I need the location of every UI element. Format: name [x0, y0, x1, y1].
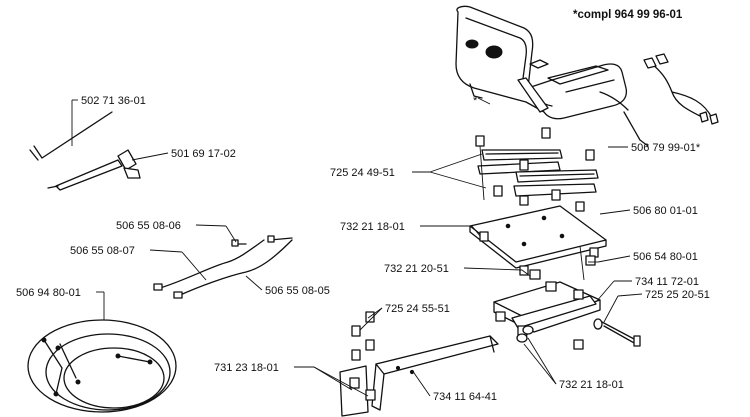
part-label-502-71-36-01: 502 71 36-01 — [81, 95, 146, 107]
wire-coil — [27, 319, 177, 413]
tools — [29, 111, 141, 191]
part-label-732-21-20-51: 732 21 20-51 — [384, 263, 449, 275]
reference-note: *compl 964 99 96-01 — [573, 9, 683, 21]
cables — [153, 235, 293, 299]
leader-lines — [71, 99, 643, 397]
part-label-734-11-72-01: 734 11 72-01 — [635, 276, 699, 288]
part-label-506-94-80-01: 506 94 80-01 — [16, 287, 81, 299]
seat-plate — [469, 195, 607, 276]
part-label-506-55-08-07: 506 55 08-07 — [70, 245, 135, 257]
part-label-506-55-08-06: 506 55 08-06 — [116, 220, 181, 232]
part-label-731-23-18-01: 731 23 18-01 — [214, 362, 279, 374]
part-label-725-24-55-51: 725 24 55-51 — [385, 303, 450, 315]
part-label-725-25-20-51: 725 25 20-51 — [645, 289, 710, 301]
bracket-assembly — [493, 245, 641, 350]
slide-rails — [475, 127, 599, 201]
lower-frame — [339, 311, 499, 417]
seat-asterisk: * — [473, 95, 478, 107]
part-label-732-21-18-01-bottom: 732 21 18-01 — [559, 379, 624, 391]
part-label-506-55-08-05: 506 55 08-05 — [265, 285, 330, 297]
part-label-725-24-49-51: 725 24 49-51 — [330, 167, 395, 179]
part-labels: *compl 964 99 96-01 502 71 36-01 501 69 … — [16, 9, 710, 403]
part-label-506-79-99-01: 506 79 99-01* — [631, 142, 701, 154]
wire-harness — [623, 53, 719, 147]
part-label-501-69-17-02: 501 69 17-02 — [171, 148, 236, 160]
seat: * — [455, 5, 629, 120]
part-label-506-80-01-01: 506 80 01-01 — [633, 205, 698, 217]
part-label-506-54-80-01: 506 54 80-01 — [633, 251, 698, 263]
part-label-732-21-18-01-top: 732 21 18-01 — [340, 221, 405, 233]
part-label-734-11-64-41: 734 11 64-41 — [433, 391, 497, 403]
